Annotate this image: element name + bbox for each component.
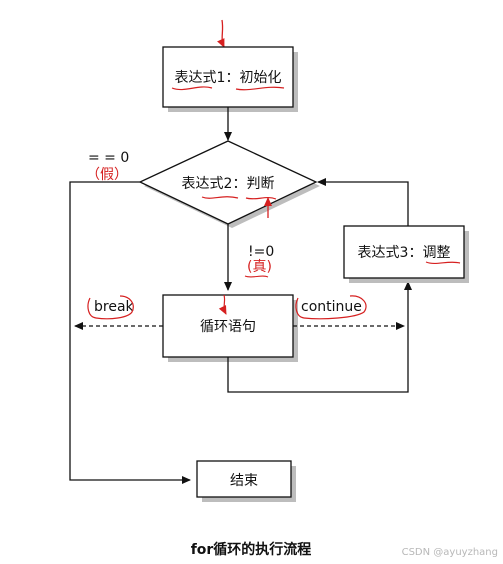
entry-arrow — [217, 19, 225, 48]
watermark: CSDN @ayuyzhang — [402, 547, 498, 558]
break-label: break — [94, 299, 135, 315]
break-path: break — [74, 295, 163, 330]
init-box-label: 表达式1：初始化 — [175, 69, 282, 86]
continue-label: continue — [301, 299, 362, 315]
end-label: 结束 — [230, 473, 258, 489]
cond-label: 表达式2：判断 — [182, 176, 275, 192]
false-label: = = 0 — [88, 150, 129, 166]
continue-path: continue — [293, 295, 405, 330]
body-label: 循环语句 — [200, 319, 256, 335]
end-box: 结束 — [196, 460, 296, 502]
arrow-adjust-to-cond — [317, 178, 409, 226]
adjust-label: 表达式3：调整 — [358, 245, 451, 261]
true-path: !=0 (真) — [224, 224, 274, 291]
false-path: = = 0 （假） — [69, 150, 191, 484]
false-note: （假） — [86, 167, 128, 183]
true-note: (真) — [247, 259, 272, 275]
adjust-box: 表达式3：调整 — [343, 225, 469, 283]
init-box: 表达式1：初始化 — [162, 46, 298, 112]
arrow-body-to-adjust — [227, 281, 412, 393]
cond-diamond: 表达式2：判断 — [138, 140, 320, 228]
body-box: 循环语句 — [162, 294, 298, 362]
true-label: !=0 — [248, 244, 274, 260]
caption: for循环的执行流程 — [191, 541, 312, 558]
